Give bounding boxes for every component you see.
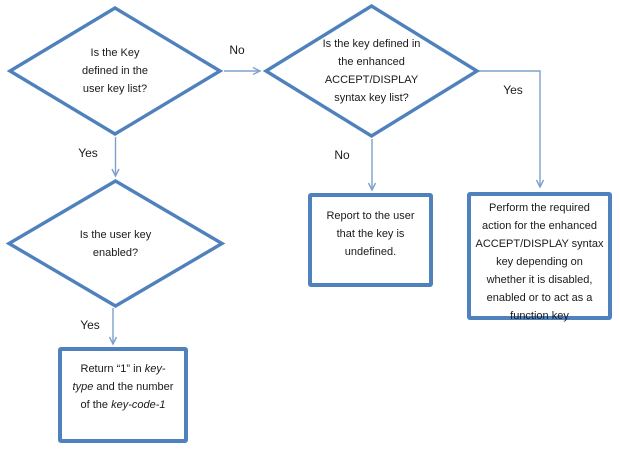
decision-diamond-user-key-enabled <box>5 179 226 308</box>
decision-enhanced-list-label: Is the key defined in the enhanced ACCEP… <box>322 38 421 104</box>
edge-label-yes-to-return: Yes <box>80 318 100 332</box>
process-return-key-type-box: Return “1” in key- type and the number o… <box>58 347 188 443</box>
edge-label-yes-to-user-key-enabled: Yes <box>78 146 98 160</box>
edge-label-no-to-report: No <box>334 148 350 162</box>
process-perform-action-box: Perform the required action for the enha… <box>467 192 612 322</box>
decision-user-key-enabled-label: Is the user key enabled? <box>79 229 152 259</box>
decision-diamond-user-key-list <box>6 6 224 136</box>
decision-diamond-enhanced-list <box>262 4 481 138</box>
edge-label-yes-to-perform: Yes <box>503 83 523 97</box>
connector-yes-to-perform-box <box>479 70 545 189</box>
decision-user-key-list-label: Is the Key defined in the user key list? <box>81 47 149 95</box>
process-report-undefined-box: Report to the user that the key is undef… <box>308 193 433 287</box>
edge-label-no-to-enhanced-list: No <box>229 43 245 57</box>
